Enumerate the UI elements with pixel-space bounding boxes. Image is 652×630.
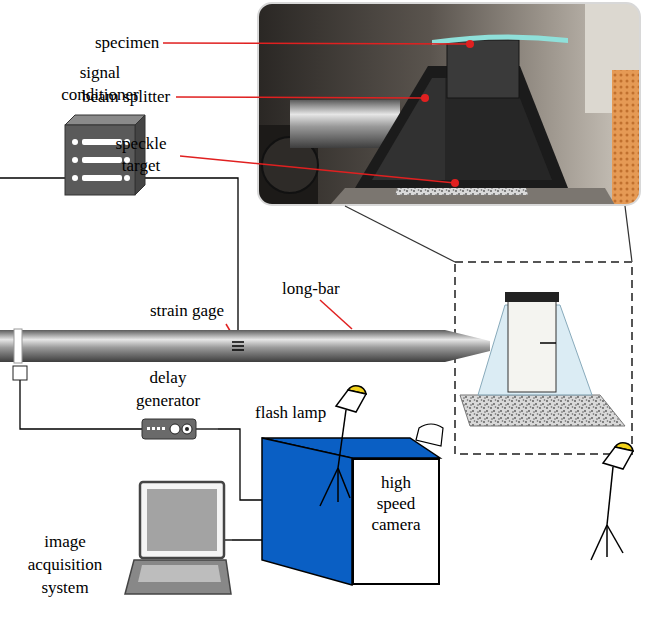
specimen-assembly: [508, 300, 556, 392]
delay-generator-unit: delay generator: [118, 366, 218, 444]
wire: [135, 178, 238, 342]
wire: [20, 380, 142, 429]
delay-generator-symbol: [162, 427, 165, 430]
camera-body: [416, 424, 443, 446]
flash-lamp-symbol: [337, 468, 339, 502]
signal-conditioner-box: [72, 175, 78, 181]
long-bar: [14, 329, 22, 363]
inset-photo: [258, 3, 640, 205]
long-bar: [0, 329, 490, 380]
node-text: delay generator: [118, 366, 218, 412]
leader-line: [163, 40, 474, 341]
laptop-symbol: [138, 565, 221, 582]
flash-lamp-symbol: [603, 447, 633, 469]
zoom-lines: [345, 206, 632, 262]
signal-conditioner-box: [82, 175, 122, 181]
node-text: image acquisition system: [20, 530, 110, 599]
signal-conditioner-box: [65, 115, 145, 125]
laptop-symbol: [4, 478, 232, 605]
inset-photo: [372, 78, 445, 180]
zoom-lines: [625, 206, 632, 262]
leader-line: [180, 156, 455, 183]
laptop-symbol: [147, 489, 217, 551]
delay-generator-symbol: [142, 419, 196, 439]
wire: [0, 177, 65, 178]
flash-lamp-symbol: [338, 410, 346, 468]
leader-line: [163, 43, 470, 44]
wire: [0, 178, 238, 429]
strain-gage-symbol: [232, 349, 244, 351]
delay-generator-symbol: [152, 427, 155, 430]
specimen-assembly: [460, 395, 625, 426]
inset-photo: [447, 40, 519, 98]
flash-lamp-symbol: [320, 468, 338, 506]
camera-body: [262, 424, 443, 585]
flash-lamp-symbol: [591, 525, 607, 560]
node-text: high speed camera: [365, 472, 427, 535]
inset-photo: [612, 70, 640, 205]
strain-gage-symbol: [232, 341, 244, 343]
signal-conditioner-box: [124, 175, 130, 181]
camera-front: high speed camera: [352, 458, 440, 585]
part-label: long-bar: [282, 278, 340, 300]
leader-line: [466, 40, 474, 48]
flash-lamp-symbol: [606, 525, 608, 557]
zoom-region: [455, 262, 632, 454]
flash-lamp-symbol: [338, 468, 350, 498]
delay-generator-symbol: [118, 414, 218, 444]
signal-conditioner-box: [72, 157, 78, 163]
signal-conditioner-box: [82, 157, 122, 163]
delay-generator-symbol: [170, 424, 180, 434]
specimen-assembly: [540, 342, 556, 344]
signal-conditioner-box: [72, 139, 78, 145]
flash-lamp-symbol: [591, 443, 633, 560]
strain-gage-symbol: [232, 345, 244, 347]
zoom-lines: [345, 206, 455, 262]
long-bar: [445, 330, 490, 362]
part-label: specimen: [95, 32, 159, 54]
delay-generator-symbol: [185, 427, 189, 431]
leader-line: [320, 300, 352, 329]
part-label: speckle target: [105, 133, 177, 177]
long-bar: [13, 366, 27, 380]
part-label: strain gage: [150, 300, 224, 322]
inset-photo: [258, 3, 640, 205]
delay-generator-symbol: [182, 424, 192, 434]
inset-photo: [258, 3, 640, 205]
specimen-assembly: [460, 292, 625, 426]
flash-lamp-symbol: [607, 525, 623, 553]
laptop-symbol: [125, 560, 231, 594]
delay-generator-symbol: [157, 427, 160, 430]
laptop-symbol: [140, 482, 224, 558]
leader-line: [176, 97, 425, 98]
part-label: flash lamp: [255, 402, 326, 424]
delay-generator-symbol: [147, 427, 150, 430]
flash-lamp-symbol: [336, 390, 366, 412]
signal-conditioner-box: [65, 115, 145, 195]
delay-generator-symbol: [196, 428, 218, 429]
part-label: beam splitter: [82, 86, 170, 108]
flash-lamp-symbol: [607, 467, 613, 525]
specimen-assembly: [505, 292, 559, 302]
leader-line: [451, 179, 459, 187]
strain-gage-symbol: [232, 342, 244, 350]
computer-unit: image acquisition system: [4, 478, 232, 605]
long-bar: [0, 330, 445, 362]
leader-line: [421, 94, 429, 102]
signal-conditioner-box: [135, 115, 145, 195]
inset-photo: [258, 3, 640, 205]
